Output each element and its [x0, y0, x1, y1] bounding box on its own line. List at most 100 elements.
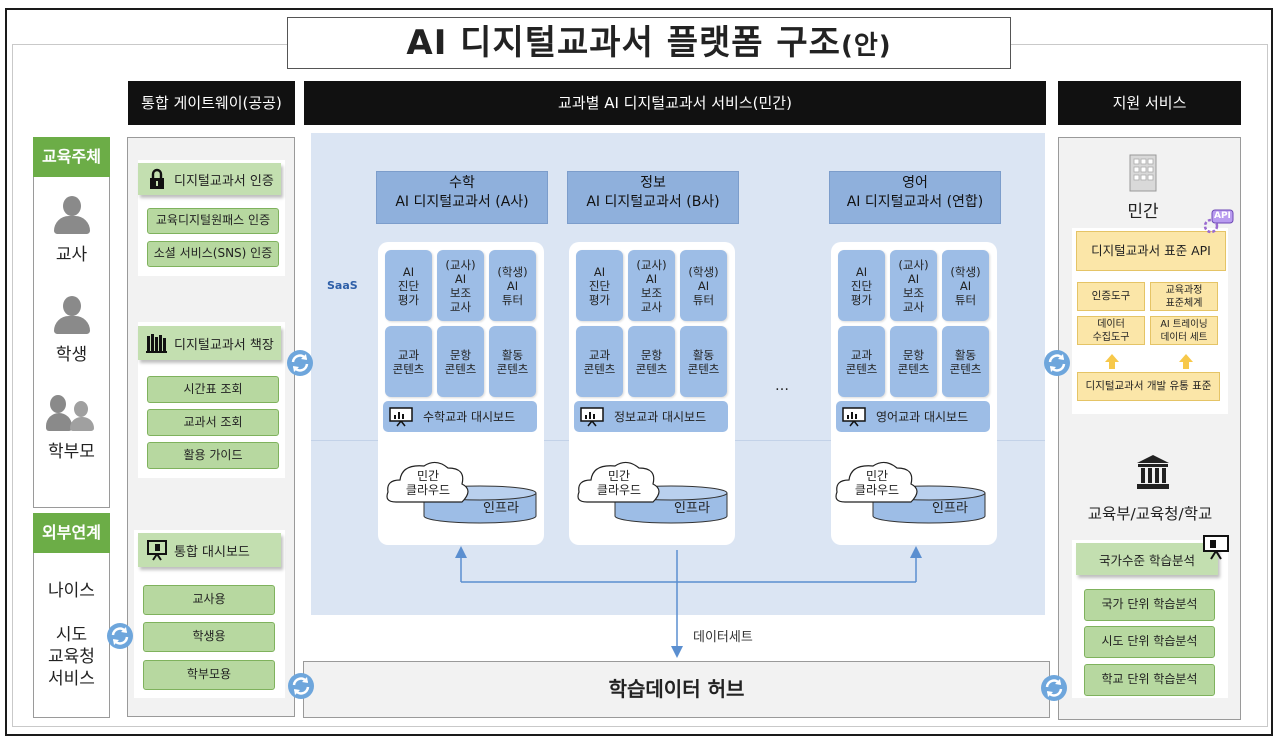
math-ai-assistant: (교사) AI 보조 교사	[437, 250, 484, 321]
external-neis: 나이스	[48, 581, 95, 601]
info-subject-content: 교과 콘텐츠	[576, 326, 623, 397]
math-ai-tutor: (학생) AI 튜터	[489, 250, 536, 321]
auth-header: 디지털교과서 인증	[138, 163, 281, 195]
subject-english-header: 영어 AI 디지털교과서 (연합)	[829, 171, 1001, 224]
subject-math-sub: AI 디지털교과서 (A사)	[395, 194, 529, 210]
sync-icon	[1041, 675, 1067, 701]
diagram-title: AI 디지털교과서 플랫폼 구조(안)	[287, 17, 1011, 69]
math-dashboard[interactable]: 수학교과 대시보드	[383, 401, 537, 432]
standard-api-box: 디지털교과서 표준 API	[1076, 231, 1226, 271]
sync-icon	[107, 623, 133, 649]
lock-icon	[150, 168, 164, 189]
info-ai-tutor: (학생) AI 튜터	[680, 250, 727, 321]
actor-teacher-label: 교사	[55, 245, 88, 265]
shelf-header: 디지털교과서 책장	[138, 326, 281, 360]
math-subject-content: 교과 콘텐츠	[385, 326, 432, 397]
dashboard-header: 통합 대시보드	[138, 533, 281, 567]
government-building-icon	[1137, 455, 1169, 489]
info-infra-label: 인프라	[674, 501, 710, 516]
analysis-presentation-icon	[1203, 535, 1229, 560]
student-dashboard-button[interactable]: 학생용	[143, 622, 275, 652]
english-ai-tutor: (학생) AI 튜터	[942, 250, 989, 321]
guide-button[interactable]: 활용 가이드	[147, 442, 279, 469]
private-label: 민간	[1127, 202, 1159, 222]
subject-info-header: 정보 AI 디지털교과서 (B사)	[567, 171, 739, 224]
national-analysis-button[interactable]: 국가 단위 학습분석	[1084, 589, 1215, 621]
shelf-title: 디지털교과서 책장	[174, 337, 274, 353]
subject-info-sub: AI 디지털교과서 (B사)	[586, 194, 720, 210]
parent-icon	[45, 393, 98, 431]
english-subject-content: 교과 콘텐츠	[838, 326, 885, 397]
data-collection-tool-box: 데이터 수집도구	[1077, 316, 1145, 345]
outer-frame	[5, 8, 1273, 736]
school-analysis-button[interactable]: 학교 단위 학습분석	[1084, 664, 1215, 696]
up-arrows	[1105, 354, 1193, 369]
actor-student-label: 학생	[55, 345, 88, 365]
auth-tool-box: 인증도구	[1077, 282, 1145, 311]
service-header: 교과별 AI 디지털교과서 서비스(민간)	[304, 81, 1046, 125]
teacher-icon	[53, 196, 90, 234]
english-dashboard-label: 영어교과 대시보드	[876, 410, 969, 424]
textbook-button[interactable]: 교과서 조회	[147, 409, 279, 436]
external-sido-service: 시도 교육청 서비스	[48, 625, 95, 689]
national-analysis-header: 국가수준 학습분석	[1076, 543, 1218, 575]
title-suffix: (안)	[840, 31, 892, 61]
ellipsis: …	[775, 378, 789, 394]
parent-dashboard-button[interactable]: 학부모용	[143, 660, 275, 690]
english-ai-assistant: (교사) AI 보조 교사	[890, 250, 937, 321]
sync-icon	[288, 673, 314, 699]
math-cloud-label: 민간 클라우드	[405, 469, 451, 497]
student-icon	[53, 296, 90, 334]
sido-analysis-button[interactable]: 시도 단위 학습분석	[1084, 626, 1215, 658]
math-ai-diagnosis: AI 진단 평가	[385, 250, 432, 321]
sync-icon	[287, 350, 313, 376]
english-dashboard[interactable]: 영어교과 대시보드	[836, 401, 990, 432]
saas-label: SaaS	[327, 279, 358, 292]
presentation-icon	[389, 406, 413, 426]
math-infra-label: 인프라	[483, 501, 519, 516]
info-cloud-label: 민간 클라우드	[596, 469, 642, 497]
info-activity-content: 활동 콘텐츠	[680, 326, 727, 397]
actor-parent: 학부모	[38, 393, 105, 462]
bookshelf-icon	[146, 334, 167, 353]
learning-data-hub: 학습데이터 허브	[303, 661, 1050, 718]
math-activity-content: 활동 콘텐츠	[489, 326, 536, 397]
info-dashboard-label: 정보교과 대시보드	[614, 410, 707, 424]
gov-label: 교육부/교육청/학교	[1087, 505, 1213, 523]
info-ai-assistant: (교사) AI 보조 교사	[628, 250, 675, 321]
info-question-content: 문항 콘텐츠	[628, 326, 675, 397]
english-cloud-infra	[835, 461, 986, 524]
auth-onepass-button[interactable]: 교육디지털원패스 인증	[147, 208, 279, 234]
info-cloud-infra	[577, 461, 728, 524]
english-infra-label: 인프라	[932, 501, 968, 516]
auth-sns-button[interactable]: 소셜 서비스(SNS) 인증	[147, 241, 279, 267]
actor-student: 학생	[38, 296, 105, 365]
presentation-icon	[580, 406, 604, 426]
dataset-label: 데이터세트	[693, 630, 753, 645]
support-header: 지원 서비스	[1058, 81, 1241, 125]
edu-subject-label: 교육주체	[33, 137, 110, 177]
presentation-icon	[147, 540, 167, 561]
api-gear-icon: API	[1202, 208, 1234, 234]
subject-english-sub: AI 디지털교과서 (연합)	[846, 194, 984, 210]
sync-icon	[1044, 350, 1070, 376]
actor-parent-label: 학부모	[48, 442, 95, 462]
info-ai-diagnosis: AI 진단 평가	[576, 250, 623, 321]
server-icon	[1129, 154, 1157, 192]
external-label: 외부연계	[33, 513, 110, 553]
timetable-button[interactable]: 시간표 조회	[147, 376, 279, 403]
info-dashboard[interactable]: 정보교과 대시보드	[574, 401, 728, 432]
english-activity-content: 활동 콘텐츠	[942, 326, 989, 397]
curriculum-standard-box: 교육과정 표준체계	[1150, 282, 1218, 311]
subject-info-name: 정보	[640, 175, 666, 191]
english-question-content: 문항 콘텐츠	[890, 326, 937, 397]
title-main: AI 디지털교과서 플랫폼 구조	[406, 23, 841, 63]
dashboard-title: 통합 대시보드	[174, 544, 250, 560]
english-ai-diagnosis: AI 진단 평가	[838, 250, 885, 321]
presentation-icon	[842, 406, 866, 426]
data-connector-arrows	[455, 546, 922, 658]
subject-english-name: 영어	[902, 175, 928, 191]
teacher-dashboard-button[interactable]: 교사용	[143, 585, 275, 615]
math-cloud-infra	[386, 461, 537, 524]
